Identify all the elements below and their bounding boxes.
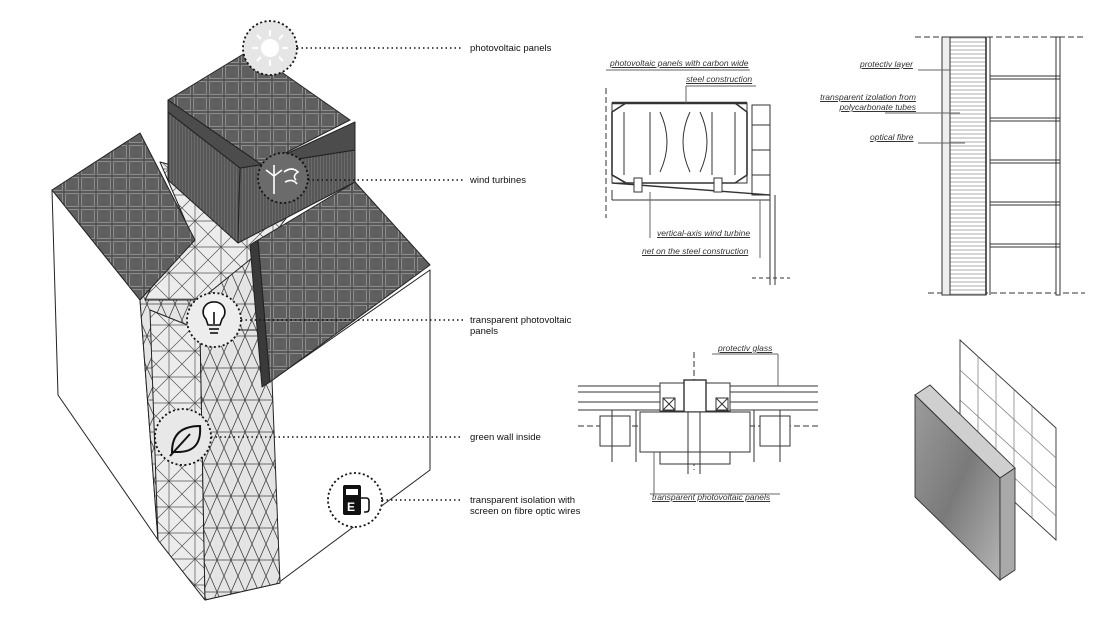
charging-station-icon: E [343,485,370,515]
callout-label-isolation-line2: screen on fibre optic wires [470,506,581,517]
callout-label-isolation: transparent isolation with screen on fib… [470,495,580,517]
leaf-icon [169,424,202,457]
callout-label-transparent-pv-line1: transparent photovoltaic [470,315,572,326]
solar-roof-left [51,132,196,301]
label-vertical-turbine: vertical-axis wind turbine [657,228,751,238]
label-transparent-pv-panels: transparent photovoltaic panels [652,492,771,502]
wind-callout-circle [257,152,309,204]
label-protectiv-layer: protectiv layer [860,59,913,69]
callout-label-transparent-pv: transparent photovoltaic panels [470,315,571,337]
callout-label-isolation-line1: transparent isolation with [470,495,576,506]
label-optical-fibre: optical fibre [870,132,914,142]
callout-label-wind-turbines: wind turbines [470,175,526,186]
glass-facade-right [199,329,281,601]
label-polycarbonate-line2: polycarbonate tubes [839,102,916,112]
sun-icon [252,30,288,66]
light-bulb-icon [202,301,226,334]
label-net-steel: net on the steel construction [642,246,749,256]
label-steel-construction: steel construction [686,74,753,84]
leaf-callout-circle [154,408,212,466]
svg-text:E: E [347,500,355,514]
label-polycarbonate: transparent izolation from polycarbonate… [812,92,916,112]
label-protectiv-glass: protectiv glass [718,343,773,353]
panel-3d-detail [914,338,1057,582]
wall-section-detail [885,36,1085,296]
label-pv-carbon: photovoltaic panels with carbon wide [610,58,749,68]
glass-section-detail [578,352,818,495]
callout-label-green-wall: green wall inside [470,432,541,443]
roof-section-detail [605,69,790,285]
building-axonometric [51,49,431,601]
callout-label-photovoltaic: photovoltaic panels [470,43,552,54]
label-polycarbonate-line1: transparent izolation from [820,92,916,102]
leader-lines [211,47,463,501]
callout-label-transparent-pv-line2: panels [470,326,498,337]
wind-turbine-icon [265,165,300,194]
